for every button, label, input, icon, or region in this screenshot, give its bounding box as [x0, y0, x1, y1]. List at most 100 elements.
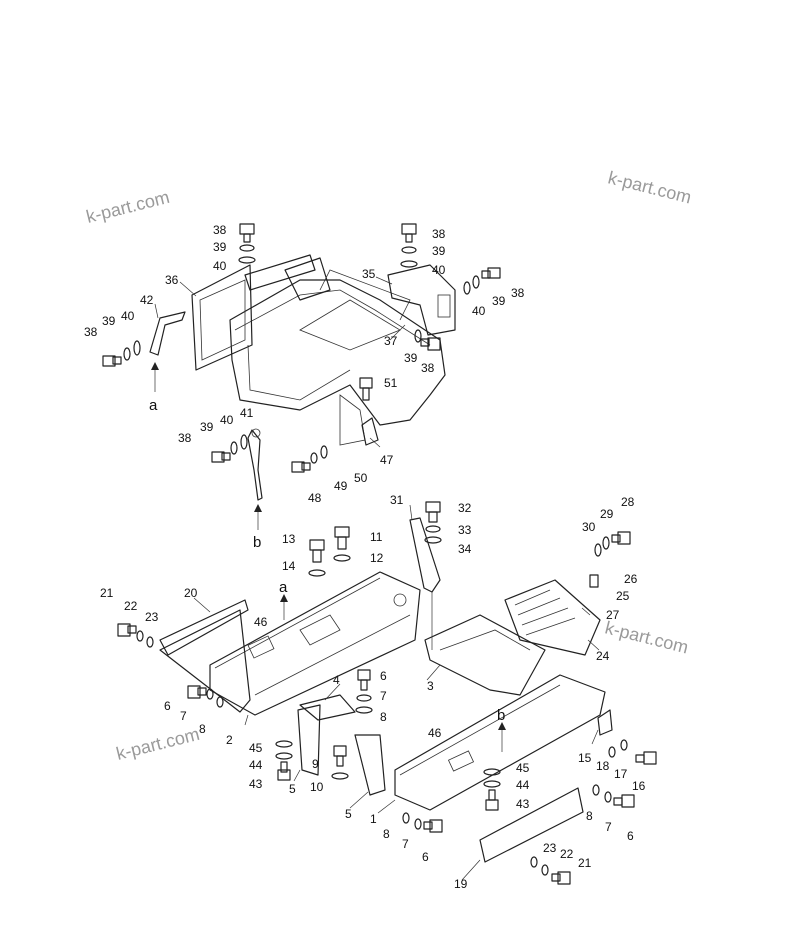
upper-cover [229, 254, 446, 446]
callout: 6 [164, 699, 171, 713]
callout: 8 [380, 710, 387, 724]
callout: 22 [560, 847, 574, 861]
callout: 32 [458, 501, 472, 515]
callout: 15 [578, 751, 592, 765]
watermark: k-part.com [84, 187, 171, 227]
arm [149, 311, 186, 356]
callout: 5 [289, 782, 296, 796]
callout: 48 [308, 491, 322, 505]
callout: 25 [616, 589, 630, 603]
callout: 39 [404, 351, 418, 365]
watermark: k-part.com [114, 724, 201, 764]
callout: 41 [240, 406, 254, 420]
arrow-label-a: a [279, 579, 288, 596]
callout: 2 [226, 733, 233, 747]
watermark: k-part.com [606, 167, 693, 207]
callout: 30 [582, 520, 596, 534]
callout: 22 [124, 599, 138, 613]
callout: 40 [213, 259, 227, 273]
callout: 49 [334, 479, 348, 493]
left-frame [209, 571, 421, 716]
callout: 37 [384, 334, 398, 348]
callout: 46 [428, 726, 442, 740]
callout: 23 [145, 610, 159, 624]
callout: 33 [458, 523, 472, 537]
callout: 8 [199, 722, 206, 736]
callout: 7 [402, 837, 409, 851]
callout: 20 [184, 586, 198, 600]
callout: 21 [100, 586, 114, 600]
bolts-lower [117, 501, 657, 885]
arrow-label-b: b [253, 534, 261, 551]
callout: 10 [310, 780, 324, 794]
callout-labels: 38 39 40 36 42 38 39 40 38 39 40 35 40 3… [84, 223, 646, 891]
leader-lines [154, 276, 600, 881]
callout: 38 [178, 431, 192, 445]
callout: 39 [102, 314, 116, 328]
callout: 11 [370, 530, 383, 544]
callout: 46 [254, 615, 268, 629]
callout: 7 [180, 709, 187, 723]
callout: 47 [380, 453, 394, 467]
callout: 38 [84, 325, 98, 339]
callout: 50 [354, 471, 368, 485]
bracket [387, 264, 456, 336]
callout: 34 [458, 542, 472, 556]
callout: 45 [249, 741, 263, 755]
callout: 42 [140, 293, 154, 307]
callout: 14 [282, 559, 296, 573]
callout: 43 [516, 797, 530, 811]
callout: 8 [586, 809, 593, 823]
callout: 23 [543, 841, 557, 855]
callout: 12 [370, 551, 384, 565]
guard-19 [479, 787, 584, 863]
callout: 44 [249, 758, 263, 772]
callout: 35 [362, 267, 376, 281]
arrow-label-b: b [497, 707, 505, 724]
callout: 29 [600, 507, 614, 521]
callout: 40 [472, 304, 486, 318]
callout: 28 [621, 495, 635, 509]
callout: 16 [632, 779, 646, 793]
callout: 40 [432, 263, 446, 277]
callout: 38 [421, 361, 435, 375]
callout: 40 [220, 413, 234, 427]
callout: 19 [454, 877, 468, 891]
callout: 38 [511, 286, 525, 300]
callout: 24 [596, 649, 610, 663]
callout: 39 [432, 244, 446, 258]
callout: 3 [427, 679, 434, 693]
callout: 17 [614, 767, 628, 781]
bracket-31 [409, 517, 441, 593]
callout: 44 [516, 778, 530, 792]
arrow-label-a: a [149, 397, 158, 414]
callout: 38 [432, 227, 446, 241]
callout: 39 [200, 420, 214, 434]
callout: 9 [312, 757, 319, 771]
bolts-upper [102, 223, 501, 473]
callout: 51 [384, 376, 398, 390]
callout: 13 [282, 532, 296, 546]
callout: 36 [165, 273, 179, 287]
callout: 26 [624, 572, 638, 586]
callout: 40 [121, 309, 135, 323]
callout: 6 [422, 850, 429, 864]
guard-20 [159, 599, 249, 656]
callout: 4 [333, 673, 340, 687]
callout: 6 [380, 669, 387, 683]
right-frame [394, 674, 606, 811]
callout: 39 [492, 294, 506, 308]
callout: 18 [596, 759, 610, 773]
watermark: k-part.com [603, 617, 690, 657]
callout: 38 [213, 223, 227, 237]
callout: 43 [249, 777, 263, 791]
callout: 27 [606, 608, 620, 622]
callout: 31 [390, 493, 404, 507]
callout: 6 [627, 829, 634, 843]
callout: 1 [370, 812, 377, 826]
grille [504, 579, 601, 656]
callout: 8 [383, 827, 390, 841]
rod [247, 429, 263, 501]
